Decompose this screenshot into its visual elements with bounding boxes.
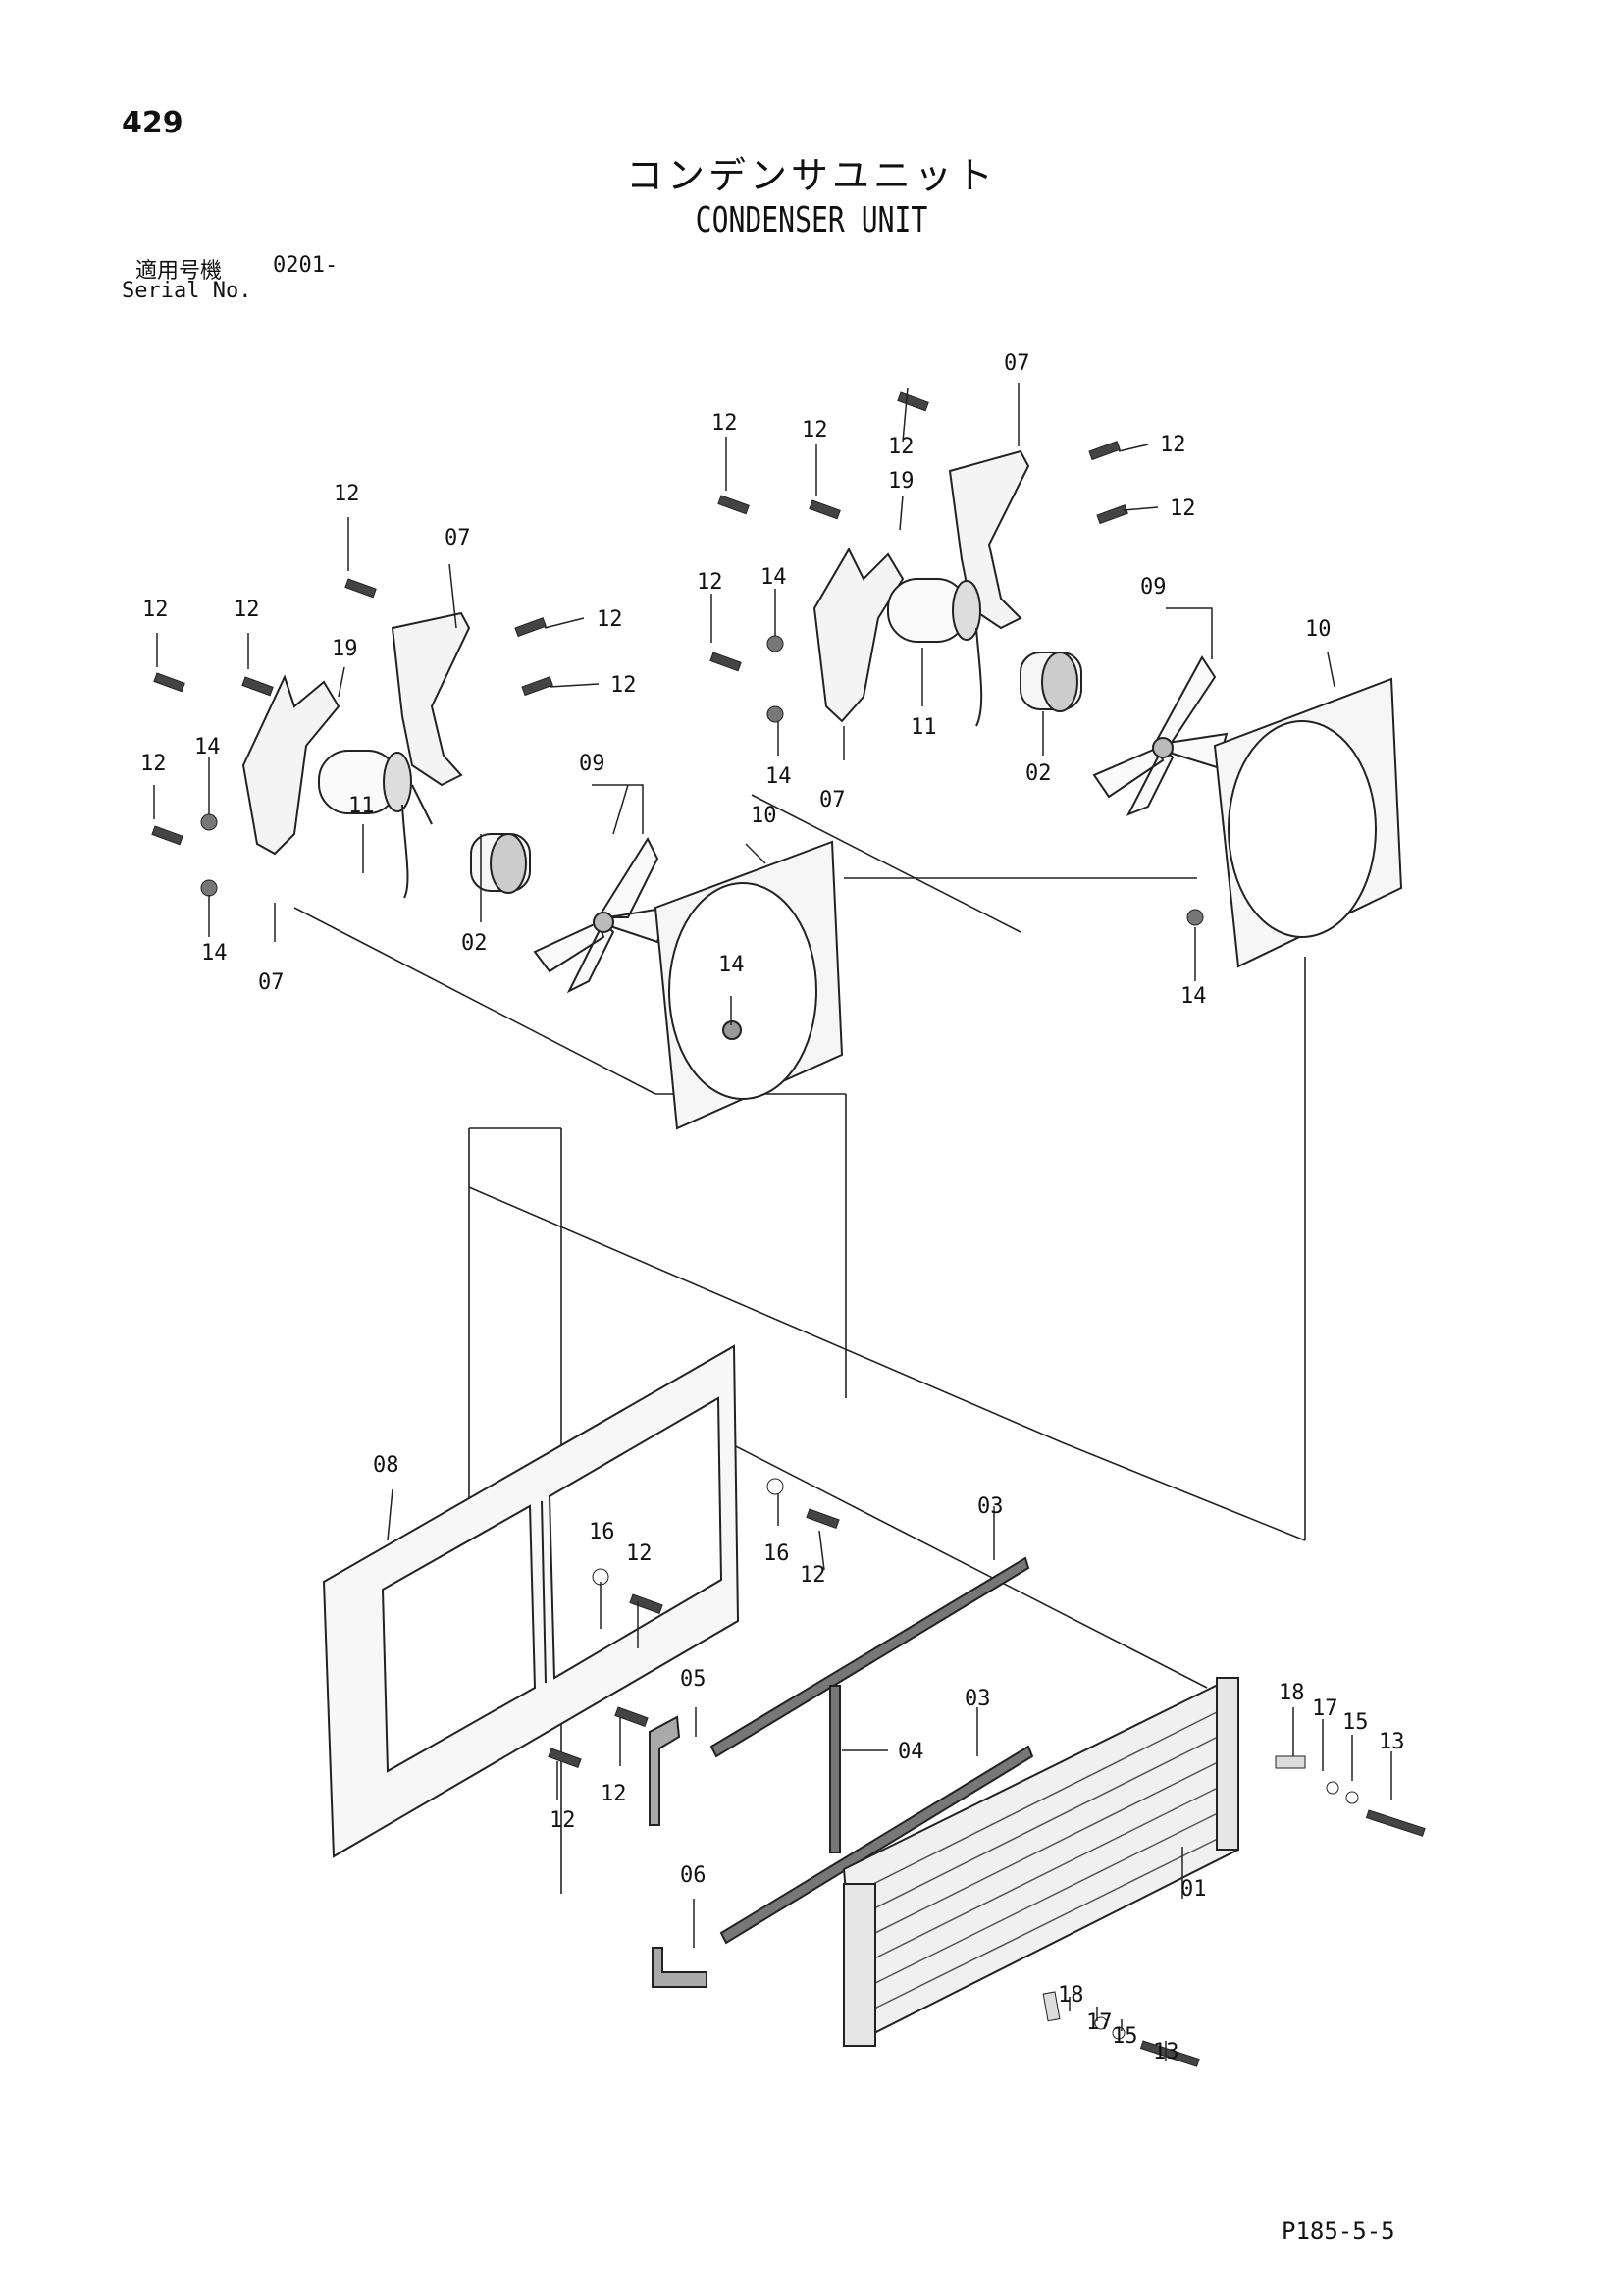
serial-label-japanese: 適用号機: [135, 259, 223, 284]
callout-04: 04: [898, 1740, 924, 1764]
callout-01: 01: [1180, 1877, 1207, 1902]
callout-07: 07: [1004, 351, 1030, 376]
page-code: P185-5-5: [1282, 2218, 1395, 2245]
callout-17: 17: [1312, 1696, 1338, 1721]
callout-03: 03: [977, 1494, 1004, 1519]
callout-03: 03: [965, 1687, 991, 1711]
callout-12: 12: [142, 598, 169, 622]
callout-10: 10: [751, 804, 777, 828]
callout-18: 18: [1279, 1681, 1305, 1705]
callout-19: 19: [332, 637, 358, 661]
right-fan-shroud: [1213, 677, 1403, 968]
callout-16: 16: [763, 1541, 790, 1566]
callout-07: 07: [445, 526, 471, 550]
callout-leader-lines: [153, 383, 1392, 2061]
callout-12: 12: [626, 1541, 653, 1566]
page-title-english: CONDENSER UNIT: [695, 200, 928, 240]
callout-12: 12: [610, 673, 637, 698]
page-number: 429: [122, 106, 183, 140]
callout-09: 09: [1140, 575, 1167, 600]
left-fan-motor-assembly: [241, 611, 669, 994]
callout-15: 15: [1342, 1710, 1369, 1735]
callout-14: 14: [765, 764, 792, 789]
callout-12: 12: [697, 570, 723, 595]
condenser-core: [842, 1677, 1240, 2047]
assembly-leader-lines: [293, 794, 1306, 1894]
callout-09: 09: [579, 752, 605, 776]
callout-06: 06: [680, 1863, 707, 1888]
callout-12: 12: [711, 411, 738, 436]
callout-14: 14: [718, 953, 745, 977]
callout-02: 02: [461, 931, 488, 956]
callout-12: 12: [334, 482, 360, 506]
serial-value: 0201-: [273, 253, 339, 278]
callout-16: 16: [589, 1520, 615, 1544]
callout-05: 05: [680, 1667, 707, 1692]
callout-14: 14: [201, 941, 228, 965]
callout-12: 12: [1160, 433, 1186, 457]
callout-14: 14: [760, 565, 787, 590]
callout-14: 14: [1180, 984, 1207, 1009]
bolt-group: [151, 391, 1426, 2067]
callout-12: 12: [1170, 496, 1196, 521]
callout-19: 19: [888, 469, 915, 494]
callout-17: 17: [1086, 2010, 1113, 2035]
right-fan-motor-assembly: [812, 449, 1229, 816]
callout-11: 11: [911, 715, 937, 740]
callout-13: 13: [1153, 2040, 1179, 2064]
callout-12: 12: [234, 598, 260, 622]
callout-15: 15: [1112, 2024, 1138, 2049]
callout-10: 10: [1305, 617, 1332, 642]
callout-14: 14: [194, 735, 221, 759]
callout-07: 07: [258, 970, 285, 995]
callout-12: 12: [550, 1808, 576, 1833]
serial-label-english: Serial No.: [122, 279, 252, 303]
callout-12: 12: [802, 418, 828, 443]
callout-11: 11: [348, 794, 375, 818]
callout-labels: 01 02 02 03 03 04 05 06 07 07 07 07 08 0…: [140, 351, 1405, 2064]
callout-13: 13: [1379, 1730, 1405, 1754]
left-fan-shroud: [654, 840, 844, 1130]
callout-12: 12: [601, 1782, 627, 1806]
callout-12: 12: [800, 1563, 826, 1588]
callout-02: 02: [1025, 761, 1052, 786]
frame-panel: [322, 1344, 740, 1858]
callout-18: 18: [1058, 1983, 1084, 2008]
callout-07: 07: [819, 788, 846, 812]
callout-08: 08: [373, 1453, 399, 1478]
callout-12: 12: [140, 752, 167, 776]
callout-12: 12: [888, 435, 915, 459]
callout-12: 12: [597, 607, 623, 632]
page-title-japanese: コンデンサユニット: [625, 154, 997, 197]
seal-strips: [649, 1556, 1034, 1988]
